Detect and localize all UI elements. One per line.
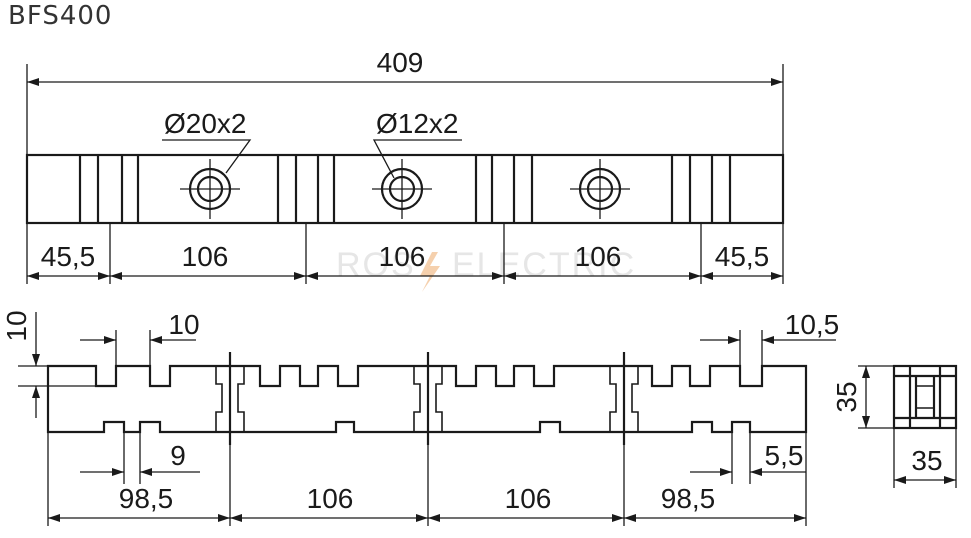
slot-top-right-label: 10,5	[785, 309, 840, 340]
side-outline	[892, 364, 958, 430]
side-view: 35 35	[831, 364, 958, 488]
mounting-hole-3	[570, 159, 630, 219]
span-2-label: 106	[379, 241, 426, 272]
slot-bottom-right-label: 5,5	[765, 440, 804, 471]
leader-hole-large	[162, 139, 252, 174]
mounting-hole-2	[372, 159, 432, 219]
side-height-label: 35	[831, 381, 862, 412]
separator-1	[215, 352, 245, 445]
segment-1-label: 98,5	[119, 483, 174, 514]
hole-small-label: Ø12x2	[376, 108, 459, 139]
slot-top-label: 10	[168, 309, 199, 340]
top-view: 409	[25, 47, 785, 284]
span-3-label: 106	[575, 241, 622, 272]
separator-2	[413, 352, 443, 445]
leader-hole-small	[372, 139, 462, 179]
drawing-title: BFS400	[8, 1, 112, 31]
busbar-front-outline	[46, 364, 808, 434]
overall-length-label: 409	[377, 47, 424, 78]
separator-3	[609, 352, 639, 445]
height-label: 10	[1, 310, 32, 341]
groove-group-3	[474, 155, 534, 223]
segment-3-label: 106	[505, 483, 552, 514]
hole-large-label: Ø20x2	[164, 108, 247, 139]
groove-group-2	[276, 155, 336, 223]
front-view: 10 10 10,5 9 5,5 98,5	[1, 309, 839, 526]
slot-bottom-label: 9	[170, 440, 186, 471]
end-left-label: 45,5	[41, 241, 96, 272]
groove-group-4	[670, 155, 732, 223]
end-right-label: 45,5	[715, 241, 770, 272]
segment-4-label: 98,5	[661, 483, 716, 514]
groove-group-1	[78, 155, 140, 223]
segment-2-label: 106	[307, 483, 354, 514]
span-1-label: 106	[182, 241, 229, 272]
busbar-top-outline	[25, 153, 785, 225]
mounting-hole-1	[180, 159, 240, 219]
side-width-label: 35	[911, 445, 942, 476]
